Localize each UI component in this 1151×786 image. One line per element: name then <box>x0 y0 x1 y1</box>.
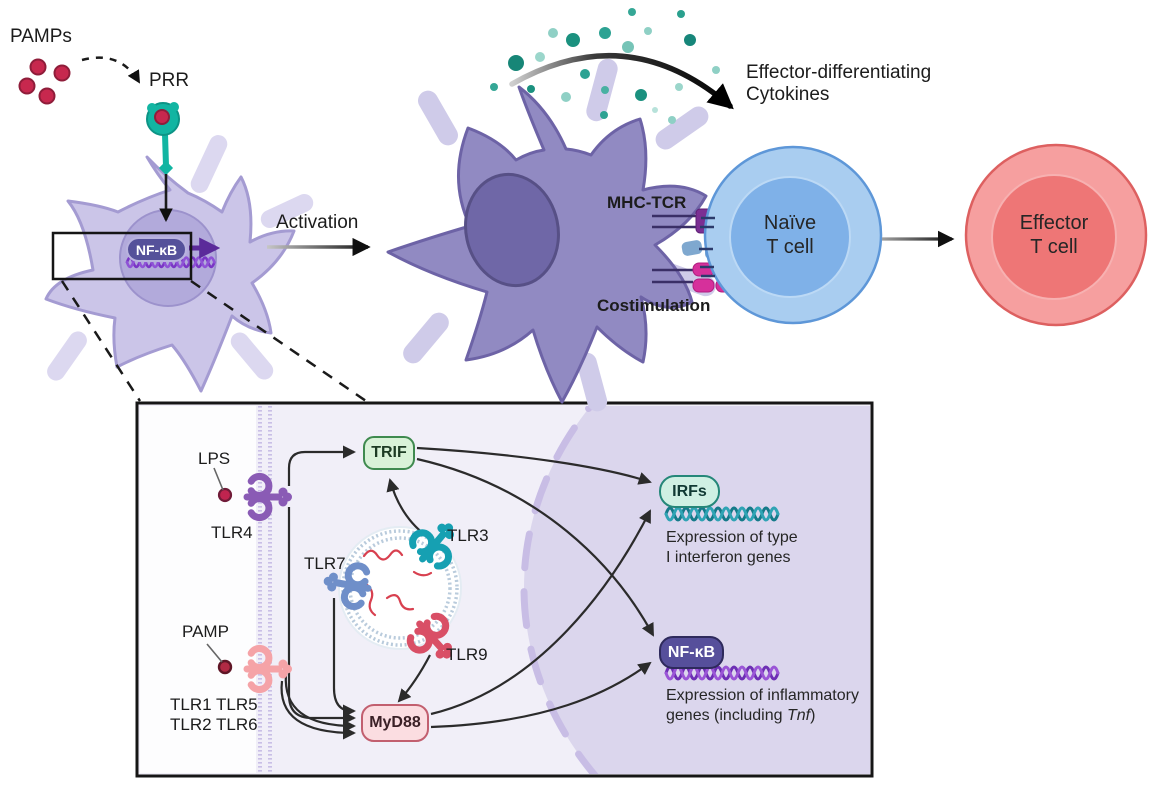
cytokine-dots <box>490 8 720 124</box>
pamp-bound-dot <box>154 109 170 125</box>
tlr7-label: TLR7 <box>304 554 346 573</box>
lps-leader-line <box>213 467 224 491</box>
nfkb-expression-line2-post: ) <box>810 706 816 724</box>
arrow-myd88-to-nfkb <box>430 661 652 729</box>
naive-t-cell-label: Naïve T cell <box>735 211 845 259</box>
arrow-pamps-to-prr <box>81 56 141 84</box>
arrow-tlr4-to-trif <box>287 445 356 486</box>
cytokines-caption-line1: Effector-differentiating <box>746 62 932 83</box>
naive-t-cell <box>699 145 883 325</box>
nfkb-pill-nucleus: NF-κB <box>659 636 724 669</box>
resting-dendritic-cell <box>18 56 367 403</box>
arrow-trif-to-nfkb <box>416 457 654 637</box>
cytokines-caption: Effector-differentiating Cytokines <box>746 62 931 106</box>
prr-receptor <box>146 102 180 176</box>
irf-target-gene-helix <box>664 506 780 522</box>
irf-expression-line2: I interferon genes <box>666 548 791 566</box>
effector-t-cell <box>964 143 1148 327</box>
tlr1-tlr5-label: TLR1 TLR5 <box>170 695 258 714</box>
tlr2-tlr6-label: TLR2 TLR6 <box>170 715 258 734</box>
lps-label: LPS <box>198 449 231 468</box>
prr-label: PRR <box>149 70 190 91</box>
activation-label: Activation <box>276 212 359 233</box>
pamp-leader-line <box>206 643 223 663</box>
lps-ligand-dot <box>217 487 233 503</box>
zoom-connector-lines <box>60 279 367 403</box>
irf-expression-caption: Expression of type I interferon genes <box>666 528 798 567</box>
pathway-arrows <box>280 445 654 740</box>
irf-expression-line1: Expression of type <box>666 529 798 546</box>
pamp-dots <box>18 58 71 105</box>
nfkb-pill-cell: NF-κB <box>126 237 187 262</box>
nfkb-expression-caption: Expression of inflammatory genes (includ… <box>666 686 859 725</box>
trif-pill: TRIF <box>363 436 415 470</box>
mhc-tcr-label: MHC-TCR <box>607 193 687 212</box>
tnf-gene-italic: Tnf <box>786 706 811 724</box>
activated-dendritic-cell <box>386 58 716 412</box>
arrow-tlr9-to-myd88 <box>397 654 431 703</box>
pamp-label: PAMP <box>182 622 229 641</box>
effector-line1: Effector <box>1019 212 1089 234</box>
tcell-membrane-ticks <box>699 216 715 278</box>
plasma-membrane-strip <box>258 406 272 773</box>
arrow-tlr-pink-to-myd88-b <box>280 680 356 740</box>
arrow-tlr-pink-to-myd88-a <box>284 673 356 733</box>
myd88-pill: MyD88 <box>361 704 429 742</box>
pamp-ligand-dot <box>217 659 233 675</box>
nfkb-expression-line1: Expression of inflammatory <box>666 687 859 704</box>
naive-line1: Naïve <box>763 212 817 234</box>
arrow-tlr7-to-myd88 <box>332 598 356 718</box>
nfkb-expression-line2-pre: genes (including <box>666 706 787 724</box>
irfs-pill: IRFs <box>659 475 720 508</box>
effector-line2: T cell <box>1030 236 1078 258</box>
cytokines-caption-line2: Cytokines <box>746 83 830 105</box>
nfkb-expression-line2: genes (including Tnf) <box>666 706 859 726</box>
tlr9-label: TLR9 <box>446 645 488 664</box>
zoom-rectangle <box>51 231 193 281</box>
inset-nucleus-region <box>524 406 870 774</box>
nuclear-envelope-dashes <box>520 406 599 774</box>
cytokine-secretion-arrow <box>509 52 734 110</box>
effector-t-cell-label: Effector T cell <box>999 211 1109 259</box>
costimulation-label: Costimulation <box>597 296 711 315</box>
arrow-myd88-to-irfs <box>430 509 651 716</box>
tlr-signaling-inset-box <box>135 401 874 778</box>
dc1-background-arms <box>47 135 314 381</box>
pamps-label: PAMPs <box>10 26 72 47</box>
dc2-nucleus <box>464 172 560 288</box>
tlr4-label: TLR4 <box>211 523 253 542</box>
naive-line2: T cell <box>766 236 814 258</box>
tlr3-label: TLR3 <box>447 526 489 545</box>
arrow-trif-to-irfs <box>416 446 652 485</box>
